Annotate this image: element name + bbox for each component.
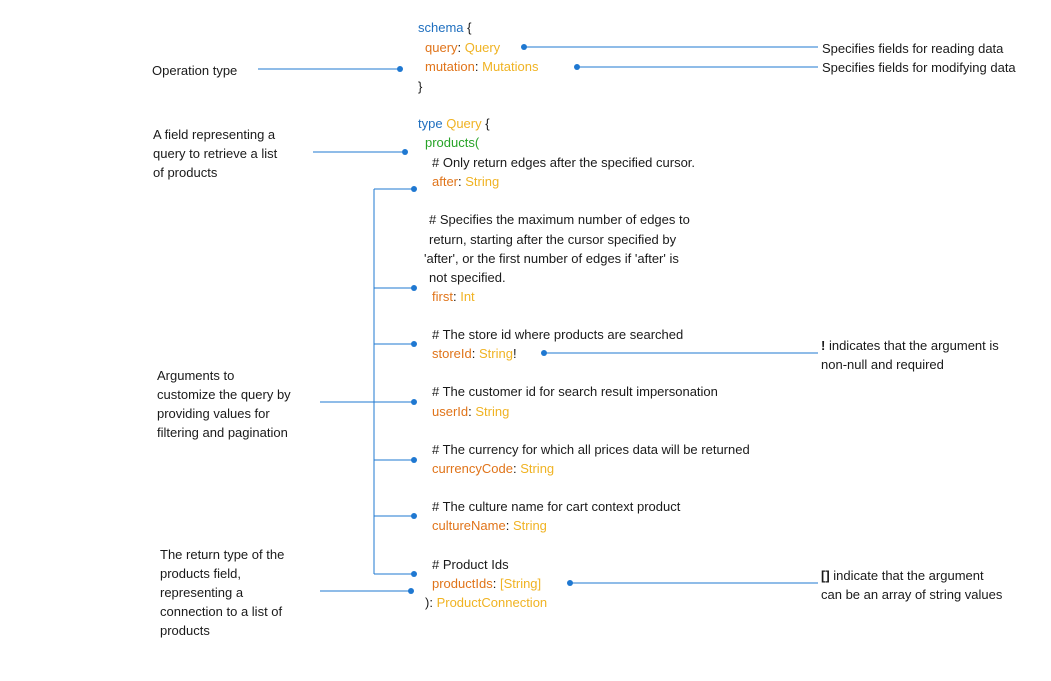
productids-line: productIds: [String] [432, 574, 541, 593]
colon: : [512, 461, 517, 476]
colon: : [492, 576, 497, 591]
annotation-products-field: A field representing a query to retrieve… [153, 125, 277, 182]
text-line: The return type of the [160, 547, 285, 562]
text-line: filtering and pagination [157, 425, 288, 440]
currency-line: currencyCode: String [432, 459, 554, 478]
products-field: products( [425, 135, 480, 150]
storeid-field: storeId [432, 346, 472, 361]
userid-comment: # The customer id for search result impe… [432, 384, 718, 399]
culture-type: String [512, 518, 547, 533]
colon: : [474, 59, 479, 74]
annotation-reading: Specifies fields for reading data [822, 41, 1004, 56]
first-comment-line-1: # Specifies the maximum number of edges … [429, 212, 690, 227]
first-field: first [432, 289, 453, 304]
type-name: Query [446, 116, 482, 131]
modifying-dot [574, 64, 580, 70]
annotation-return-type: The return type of the products field, r… [160, 545, 284, 640]
return-line: ): ProductConnection [425, 593, 547, 612]
productids-type: String [503, 576, 538, 591]
text-line: products [160, 623, 210, 638]
operation-type-dot [397, 66, 403, 72]
productids-field: productIds [432, 576, 493, 591]
colon: : [471, 346, 476, 361]
schema-line: schema { [418, 18, 472, 37]
colon: : [452, 289, 457, 304]
schema-keyword: schema [418, 20, 464, 35]
return-type: ProductConnection [436, 595, 548, 610]
text-line: of products [153, 165, 218, 180]
culture-field: cultureName [432, 518, 506, 533]
text-line: representing a [160, 585, 244, 600]
schema-close: } [418, 77, 422, 96]
text-line: [] indicate that the argument [821, 566, 1002, 585]
userid-line: userId: String [432, 402, 509, 421]
reading-dot [521, 44, 527, 50]
annotation-operation-type: Operation type [152, 63, 238, 78]
mutation-type: Mutations [482, 59, 539, 74]
userid-field: userId [432, 404, 469, 419]
brace: { [485, 116, 490, 131]
productids-comment: # Product Ids [432, 557, 509, 572]
after-comment: # Only return edges after the specified … [432, 155, 696, 170]
mutation-line: mutation: Mutations [425, 57, 539, 76]
text-line: can be an array of string values [821, 587, 1003, 602]
text-line: providing values for [157, 406, 270, 421]
currency-comment: # The currency for which all prices data… [432, 442, 750, 457]
annotation-array: [] indicate that the argument can be an … [821, 566, 1002, 604]
text: indicate that the argument [829, 568, 984, 583]
colon: : [505, 518, 510, 533]
products-line: products( [425, 133, 479, 152]
brace: } [418, 79, 423, 94]
first-type: Int [460, 289, 475, 304]
currency-type: String [520, 461, 555, 476]
return-close: ): [425, 595, 433, 610]
storeid-type: String [479, 346, 513, 361]
array-mark: [] [821, 568, 830, 583]
type-query-line: type Query { [418, 114, 490, 133]
colon: : [458, 174, 462, 189]
query-field: query [425, 40, 458, 55]
return-type-dot [408, 588, 414, 594]
type-keyword: type [418, 116, 443, 131]
storeid-comment: # The store id where products are search… [432, 327, 684, 342]
first-comment-line-3: 'after', or the first number of edges if… [424, 251, 679, 266]
mutation-field: mutation [425, 59, 475, 74]
currency-field: currencyCode [432, 461, 513, 476]
nonnull-bang: ! [512, 346, 517, 361]
query-type: Query [464, 40, 501, 55]
bracket-open: [ [499, 576, 504, 591]
first-comment-line-4: not specified. [429, 270, 506, 285]
text-line: customize the query by [157, 387, 291, 402]
colon: : [457, 40, 462, 55]
text-line: connection to a list of [160, 604, 283, 619]
culture-comment: # The culture name for cart context prod… [432, 499, 681, 514]
storeid-line: storeId: String! [432, 344, 517, 363]
nonnull-mark: ! [821, 338, 826, 353]
text-line: Arguments to [157, 368, 235, 383]
annotation-modifying: Specifies fields for modifying data [822, 60, 1016, 75]
bracket-close: ] [537, 576, 542, 591]
after-field: after [432, 174, 459, 189]
after-line: after: String [432, 172, 499, 191]
array-dot [567, 580, 573, 586]
annotation-nonnull: ! indicates that the argument is non-nul… [821, 336, 999, 374]
after-type: String [465, 174, 500, 189]
text-line: query to retrieve a list [153, 146, 278, 161]
userid-type: String [475, 404, 510, 419]
brace: { [467, 20, 472, 35]
text: indicates that the argument is [825, 338, 999, 353]
culture-line: cultureName: String [432, 516, 547, 535]
text-line: A field representing a [153, 127, 276, 142]
first-comment-line-2: return, starting after the cursor specif… [429, 232, 677, 247]
query-line: query: Query [425, 38, 500, 57]
products-field-dot [402, 149, 408, 155]
text-line: ! indicates that the argument is [821, 336, 999, 355]
colon: : [468, 404, 472, 419]
text-line: non-null and required [821, 357, 944, 372]
nonnull-dot [541, 350, 547, 356]
text-line: products field, [160, 566, 241, 581]
first-line: first: Int [432, 287, 475, 306]
annotation-arguments: Arguments to customize the query by prov… [157, 366, 291, 442]
